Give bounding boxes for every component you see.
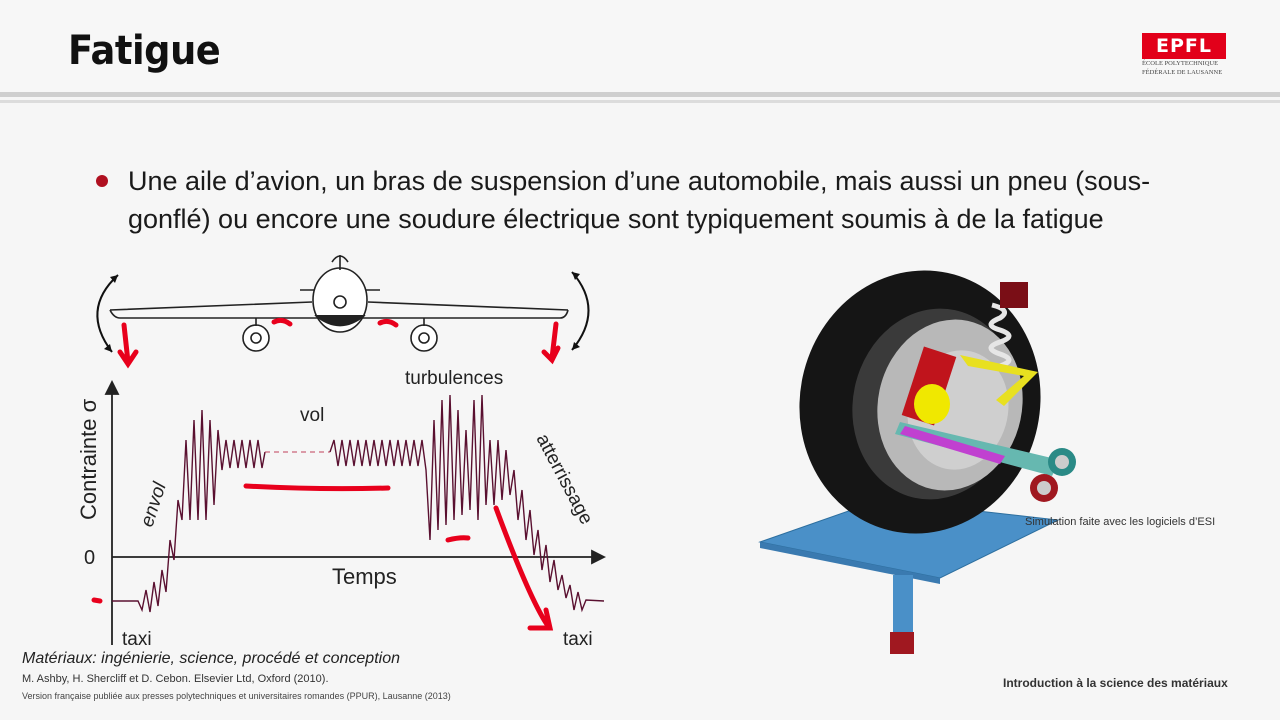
- figure-caption-authors: M. Ashby, H. Shercliff et D. Cebon. Else…: [22, 673, 329, 685]
- zero-label: 0: [84, 547, 95, 569]
- header-divider: [0, 92, 1280, 97]
- airplane-drawing: [109, 255, 569, 352]
- stress-time-figure: Contrainte σ 0 Temps envol vol turbulenc…: [76, 255, 607, 650]
- logo-line-1: ÉCOLE POLYTECHNIQUE: [1142, 60, 1219, 67]
- simulation-credit: Simulation faite avec les logiciels d’ES…: [1025, 516, 1216, 528]
- label-taxi-start: taxi: [122, 629, 152, 650]
- x-axis-label: Temps: [332, 564, 397, 589]
- header-divider-secondary: [0, 100, 1280, 103]
- epfl-logo: EPFL ÉCOLE POLYTECHNIQUE FÉDÉRALE DE LAU…: [1142, 33, 1228, 77]
- bullet-icon: [96, 175, 108, 187]
- upper-control-arm: [960, 355, 1038, 406]
- coil-spring: [988, 302, 1012, 369]
- stress-flight-curve: [329, 394, 605, 613]
- red-annotations-graph: [91, 483, 554, 631]
- wing-flex-left-arrow: [96, 274, 119, 353]
- label-taxi-end: taxi: [563, 629, 593, 650]
- red-annotations-plane: [117, 317, 561, 369]
- slide-title: Fatigue: [68, 28, 221, 74]
- label-vol: vol: [300, 405, 324, 426]
- hub: [914, 384, 950, 424]
- suspension-simulation-image: [758, 270, 1076, 654]
- engine-right-icon: [410, 318, 438, 352]
- support-post: [893, 575, 913, 637]
- slide-header: Fatigue EPFL ÉCOLE POLYTECHNIQUE FÉDÉRAL…: [0, 0, 1280, 92]
- label-envol: envol: [137, 479, 171, 529]
- figure-caption-note: Version française publiée aux presses po…: [22, 691, 451, 701]
- y-axis-label: Contrainte σ: [76, 398, 101, 520]
- bullet-text: Une aile d’avion, un bras de suspension …: [128, 166, 1151, 234]
- logo-line-2: FÉDÉRALE DE LAUSANNE: [1142, 69, 1223, 76]
- footer-course-title: Introduction à la science des matériaux: [1003, 676, 1228, 690]
- engine-left-icon: [242, 318, 270, 352]
- figure-caption-title: Matériaux: ingénierie, science, procédé …: [22, 650, 400, 667]
- stress-history-curve: [112, 409, 266, 613]
- label-atterrissage: atterrissage: [532, 430, 597, 528]
- logo-mark: EPFL: [1142, 33, 1226, 59]
- label-turbulences: turbulences: [405, 368, 503, 389]
- wing-flex-right-arrow: [571, 271, 590, 351]
